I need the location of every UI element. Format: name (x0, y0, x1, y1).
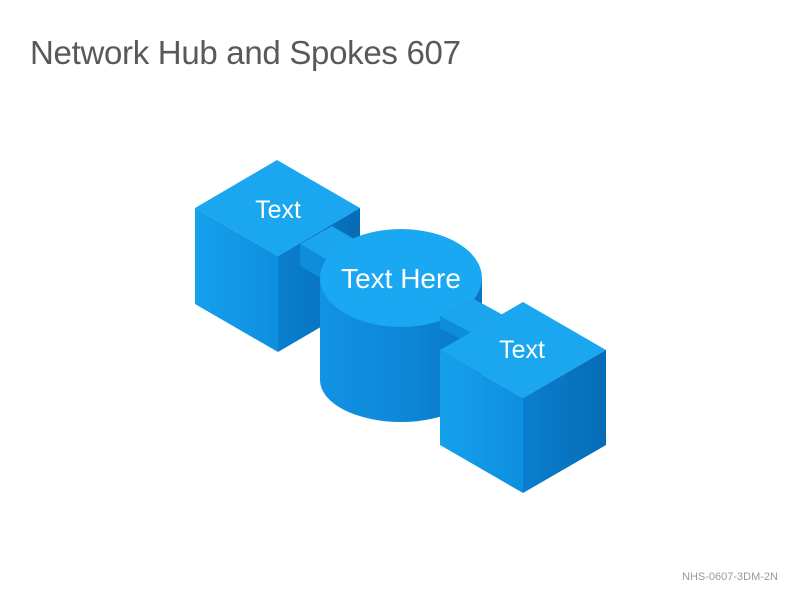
hub-cylinder-top (320, 229, 482, 327)
slide-code: NHS-0607-3DM-2N (682, 571, 778, 583)
spoke-cube-right-front (440, 350, 523, 493)
spoke-label-left: Text (255, 196, 301, 224)
spoke-cube-right-side (523, 350, 606, 493)
spoke-cube-left-top (195, 160, 360, 256)
hub-label: Text Here (341, 263, 461, 294)
slide-title: Network Hub and Spokes 607 (30, 34, 461, 71)
spoke-cube-left-front (195, 208, 278, 352)
spoke-label-right: Text (499, 336, 545, 364)
spoke-cube-right (440, 302, 606, 493)
